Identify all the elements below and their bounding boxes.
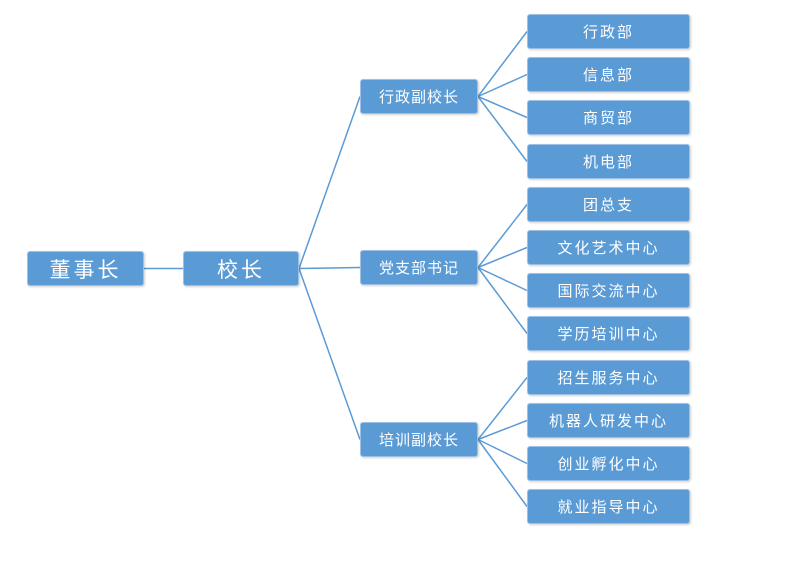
node-party-secretary[interactable]: 党支部书记 [360,250,478,285]
node-startup-incubation-center[interactable]: 创业孵化中心 [527,446,690,481]
connector-branch-leaf-5 [477,73,528,98]
node-vice-principal-training[interactable]: 培训副校长 [360,422,478,457]
node-dept-info[interactable]: 信息部 [527,57,690,92]
node-principal[interactable]: 校长 [183,251,299,286]
connector-branch-leaf-14 [477,438,528,465]
connector-principal-branch-1 [298,96,361,269]
connector-branch-leaf-13 [477,419,528,441]
connector-principal-branch-2 [298,266,361,270]
node-degree-training-center[interactable]: 学历培训中心 [527,316,690,351]
node-culture-arts-center[interactable]: 文化艺术中心 [527,230,690,265]
connector-principal-branch-3 [298,268,361,440]
connector-branch-leaf-11 [477,267,528,334]
node-dept-admin[interactable]: 行政部 [527,14,690,49]
connector-branch-leaf-4 [477,31,528,97]
connector-branch-leaf-7 [477,96,528,162]
node-dept-commerce[interactable]: 商贸部 [527,100,690,135]
node-chairman[interactable]: 董事长 [27,251,144,286]
node-vice-principal-admin[interactable]: 行政副校长 [360,79,478,114]
node-employment-guidance-center[interactable]: 就业指导中心 [527,489,690,524]
connector-branch-leaf-9 [477,246,528,269]
connector-branch-leaf-15 [477,439,528,507]
node-youth-league[interactable]: 团总支 [527,187,690,222]
connector-branch-leaf-12 [477,377,528,440]
connector-branch-leaf-6 [477,95,528,119]
connector-branch-leaf-10 [477,266,528,292]
node-robotics-rd-center[interactable]: 机器人研发中心 [527,403,690,438]
connector-branch-leaf-8 [477,204,528,268]
node-admissions-center[interactable]: 招生服务中心 [527,360,690,395]
connector-group [144,31,528,507]
node-dept-electromech[interactable]: 机电部 [527,144,690,179]
node-intl-exchange-center[interactable]: 国际交流中心 [527,273,690,308]
